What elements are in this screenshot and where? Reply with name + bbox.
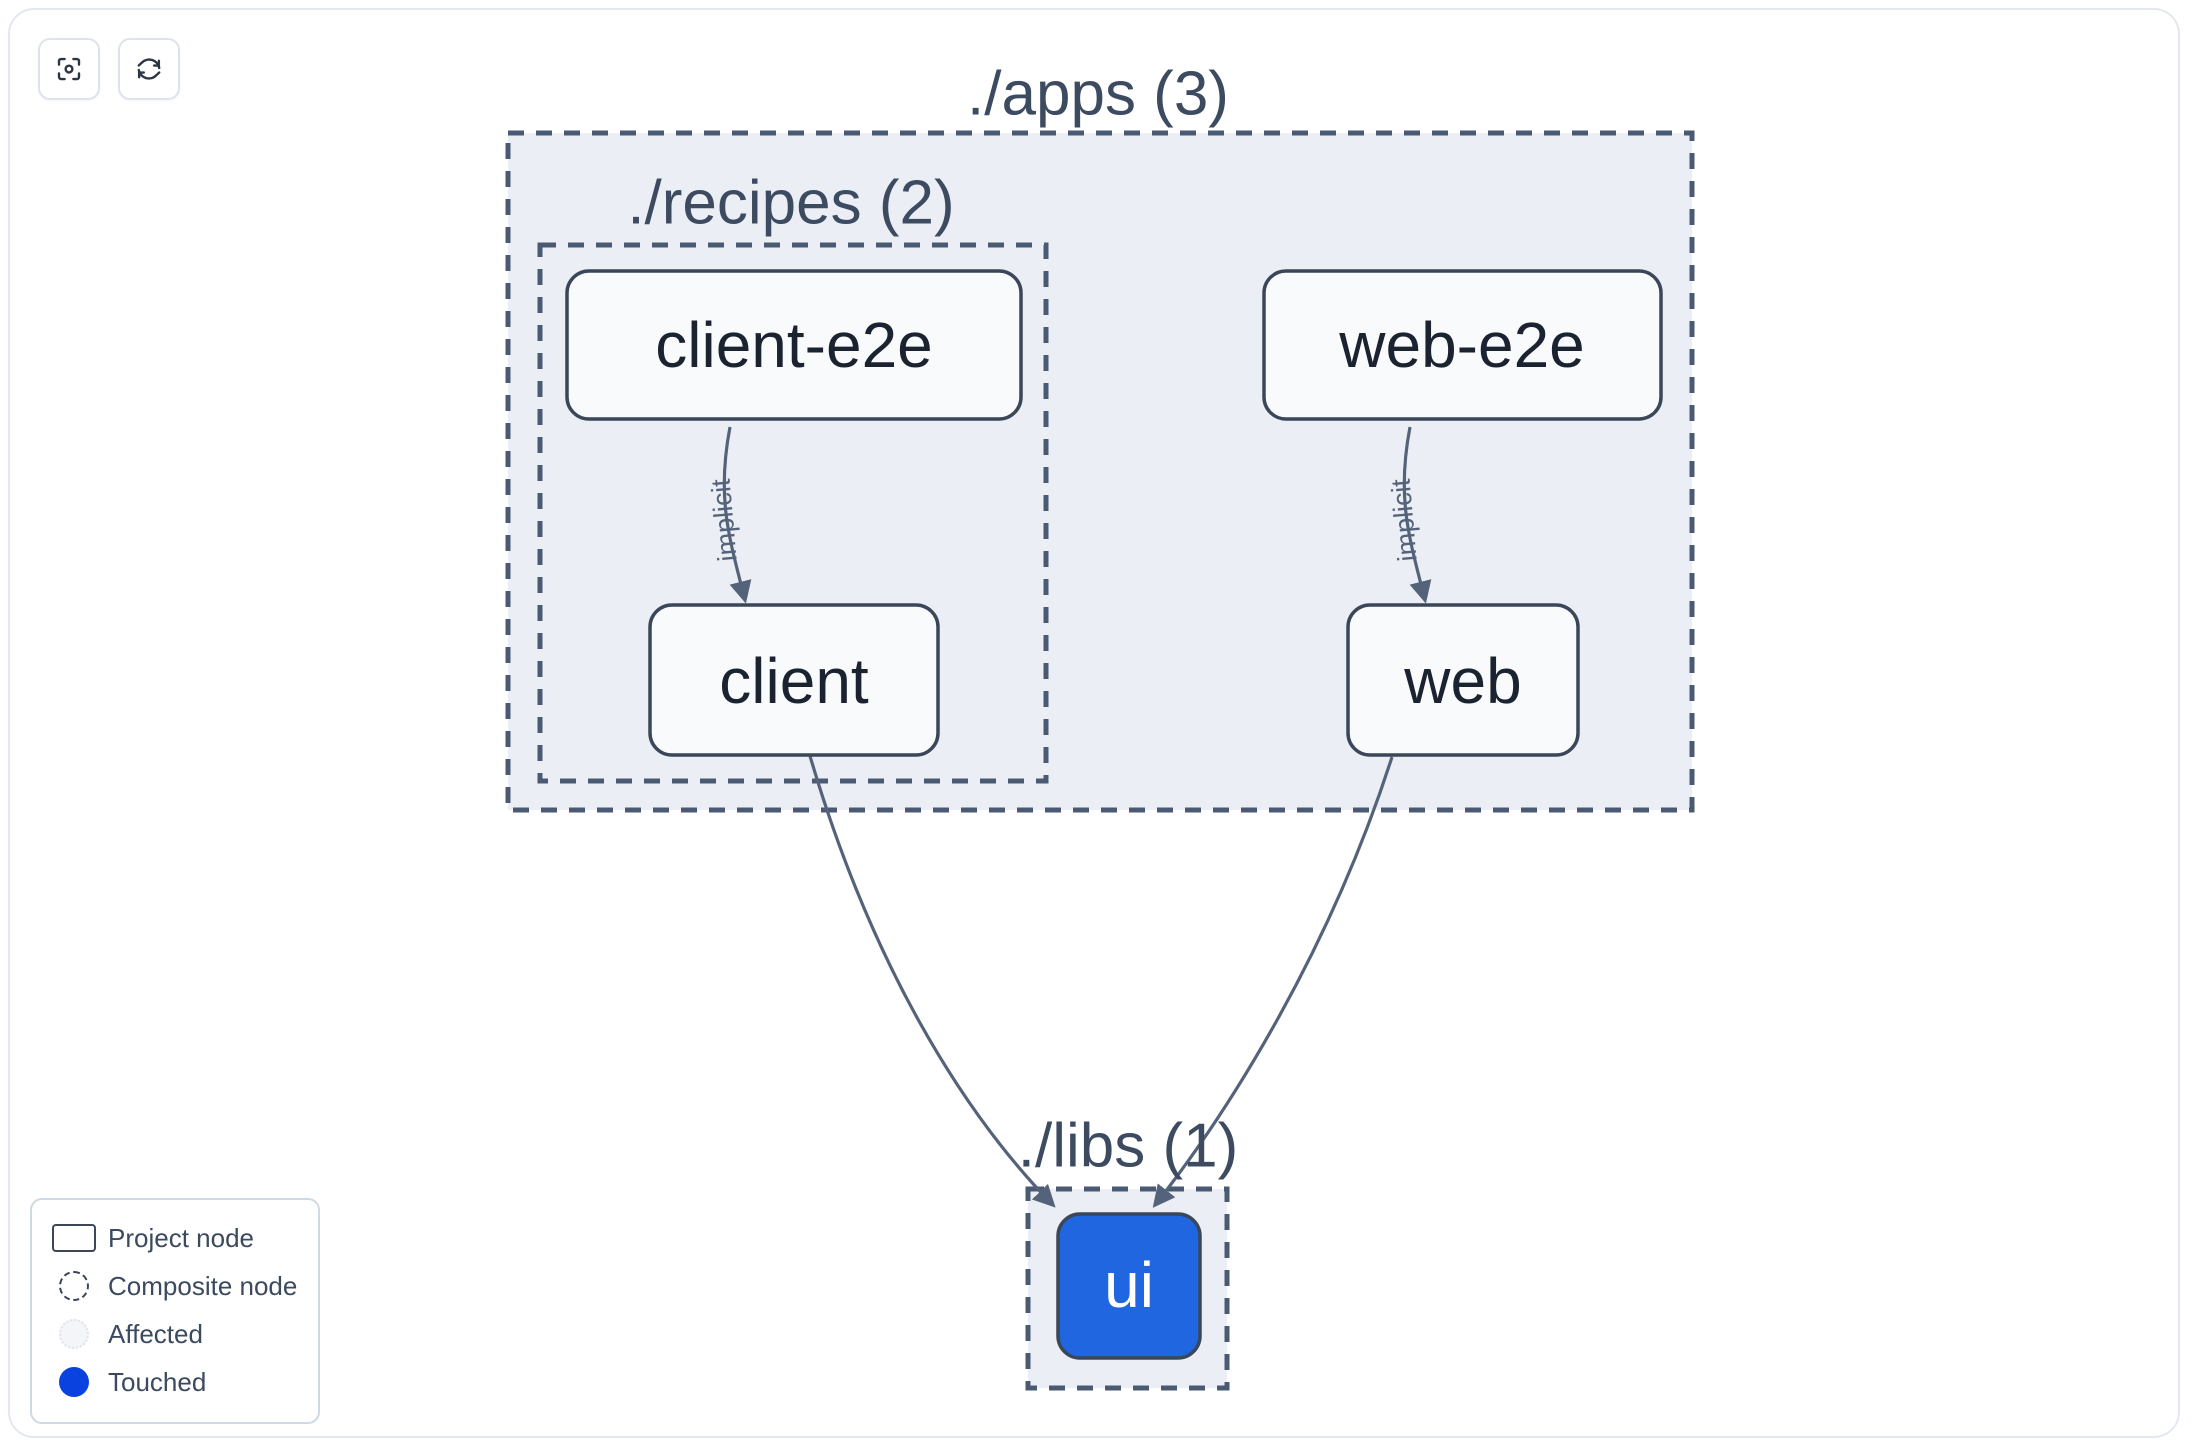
legend-item-affected: Affected <box>52 1310 298 1358</box>
composite-node-swatch <box>52 1271 108 1301</box>
group-label-apps: ./apps (3) <box>967 59 1229 128</box>
node-label-client-e2e: client-e2e <box>655 309 933 381</box>
edge-web-to-ui <box>1152 756 1394 1208</box>
legend-item-composite-node: Composite node <box>52 1262 298 1310</box>
project-node-swatch <box>52 1224 108 1252</box>
node-client[interactable]: client <box>648 603 940 757</box>
edge-label-web-e2e-web: implicit <box>1386 477 1423 562</box>
legend-item-touched: Touched <box>52 1358 298 1406</box>
node-client-e2e[interactable]: client-e2e <box>565 269 1023 421</box>
graph-legend: Project node Composite node Affected Tou… <box>30 1198 320 1424</box>
legend-label-touched: Touched <box>108 1366 207 1397</box>
legend-label-affected: Affected <box>108 1318 203 1349</box>
edge-label-client-e2e-client: implicit <box>706 477 743 562</box>
node-ui[interactable]: ui <box>1056 1212 1202 1360</box>
legend-item-project-node: Project node <box>52 1214 298 1262</box>
node-web[interactable]: web <box>1346 603 1580 757</box>
graph-toolbar <box>38 38 180 100</box>
edge-client-to-ui <box>808 755 1056 1208</box>
edge-client-e2e-to-client <box>722 426 752 604</box>
legend-label-composite-node: Composite node <box>108 1270 298 1301</box>
node-web-e2e[interactable]: web-e2e <box>1262 269 1663 421</box>
group-label-recipes: ./recipes (2) <box>627 168 954 237</box>
node-label-web-e2e: web-e2e <box>1338 309 1585 381</box>
refresh-graph-button[interactable] <box>118 38 180 100</box>
refresh-sync-icon <box>134 54 164 84</box>
group-label-libs: ./libs (1) <box>1018 1111 1238 1180</box>
edge-web-e2e-to-web <box>1402 426 1432 604</box>
node-label-ui: ui <box>1104 1249 1154 1321</box>
focus-graph-button[interactable] <box>38 38 100 100</box>
node-label-client: client <box>719 645 869 717</box>
legend-label-project-node: Project node <box>108 1222 254 1253</box>
affected-swatch <box>52 1319 108 1349</box>
node-label-web: web <box>1403 645 1521 717</box>
touched-swatch <box>52 1367 108 1397</box>
focus-target-icon <box>54 54 84 84</box>
